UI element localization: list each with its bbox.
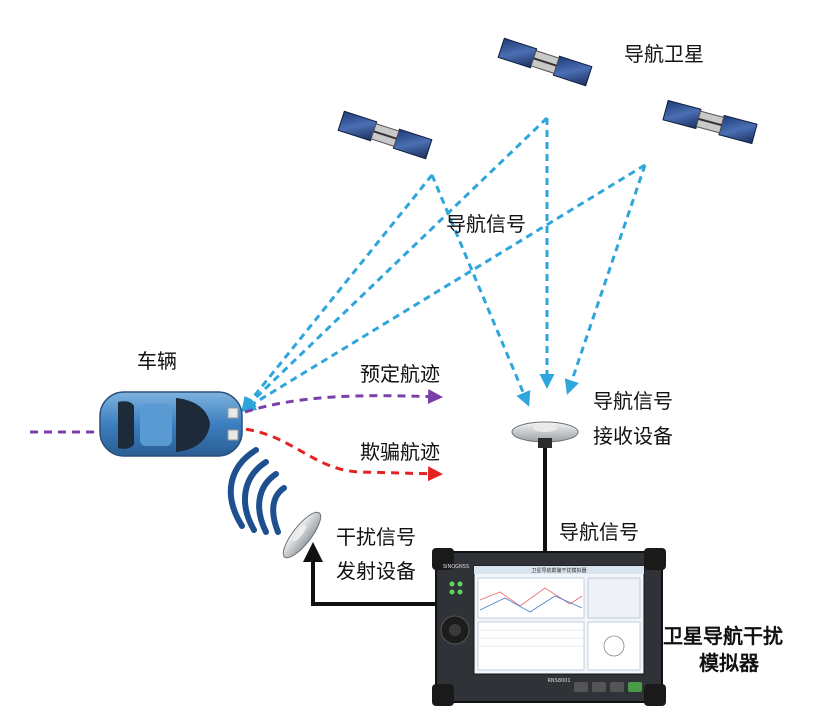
nav-signal-cable-label: 导航信号 [559,520,639,544]
simulator-label-line1: 卫星导航干扰 [663,624,783,648]
jammer-label-line2: 发射设备 [336,559,416,583]
signal-wave-icon [227,447,287,535]
spoofed-track-line [231,426,443,482]
receiver-label-line1: 导航信号 [593,389,673,413]
signal-line [240,163,646,412]
nav-signal-label-top: 导航信号 [446,212,526,236]
planned-track-label: 预定航迹 [360,362,440,386]
satellite-icon [662,99,758,145]
receiver-antenna-icon [511,421,579,448]
simulator-label-line2: 模拟器 [699,651,759,675]
satellite-icon [497,37,593,87]
jammer-label-line1: 干扰信号 [336,525,416,549]
simulator-device-icon: 卫星导航欺骗干扰模拟器 RNS8001 SINOGNSS [432,548,666,706]
receiver-label-line2: 接收设备 [593,424,673,448]
planned-track-line [30,396,440,434]
vehicle-label: 车辆 [137,349,177,373]
jammer-cable [303,542,440,606]
spoofed-track-label: 欺骗航迹 [360,440,440,464]
device-model-label: RNS8001 [547,678,570,684]
satellites-label: 导航卫星 [624,42,704,66]
signal-line [430,174,531,407]
signal-line [241,174,434,413]
jammer-antenna-icon [282,511,322,559]
device-screen-title: 卫星导航欺骗干扰模拟器 [531,567,586,574]
car-icon [99,391,243,457]
signal-line [240,116,549,413]
signal-line [564,164,647,395]
satellite-icon [337,110,433,160]
navigation-signal-lines [240,116,647,413]
device-logo: SINOGNSS [443,564,469,570]
